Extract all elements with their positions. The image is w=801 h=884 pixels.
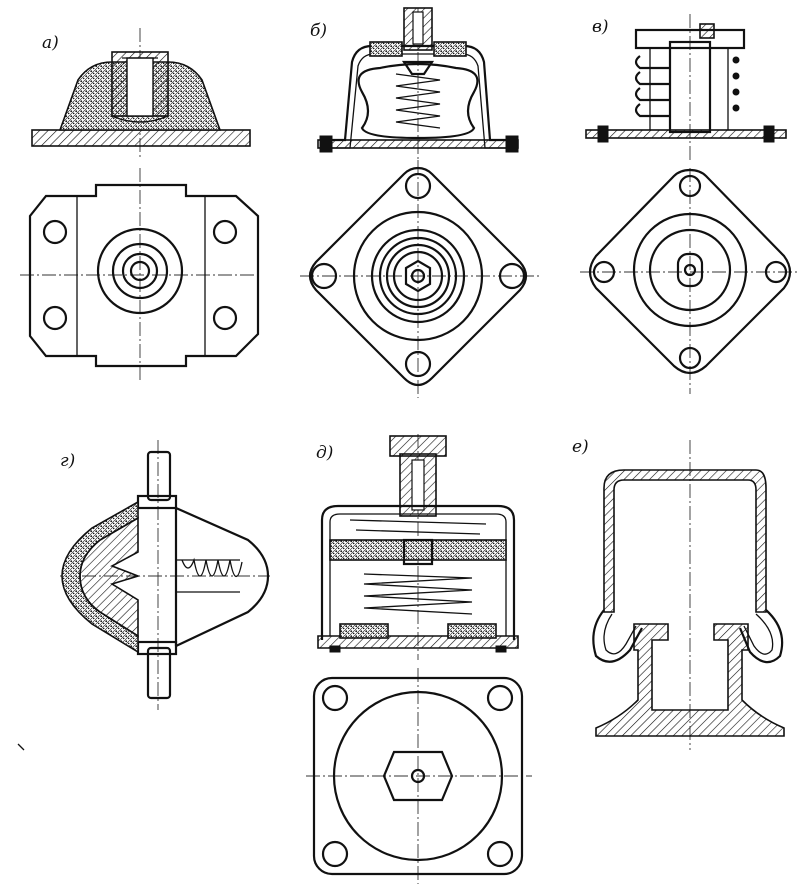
figure-e-label: е): [572, 437, 589, 457]
figure-v-label: в): [592, 17, 609, 37]
figure-e: е): [572, 437, 785, 750]
figure-a-label: а): [42, 33, 59, 53]
figure-g-label: г): [60, 451, 75, 471]
figure-b-label: б): [310, 21, 327, 41]
figure-a-section: [31, 28, 251, 158]
figure-d-label: д): [316, 443, 333, 463]
figure-b: б): [300, 7, 540, 398]
figure-d-plan: [306, 668, 532, 884]
figure-b-plan: [300, 160, 540, 398]
figure-v-plan: [580, 168, 800, 394]
figure-a-plan: [20, 168, 262, 382]
figure-g-section: [60, 440, 270, 710]
figure-v-section: [585, 14, 787, 160]
figure-b-section: [317, 7, 519, 160]
figure-d-section: [317, 434, 519, 660]
figure-d: д): [306, 434, 532, 884]
figure-e-section: [592, 440, 785, 750]
stray-mark: [17, 743, 25, 751]
figure-a: а): [20, 28, 262, 382]
figure-v: в): [580, 14, 800, 394]
figure-g: г): [60, 440, 270, 710]
